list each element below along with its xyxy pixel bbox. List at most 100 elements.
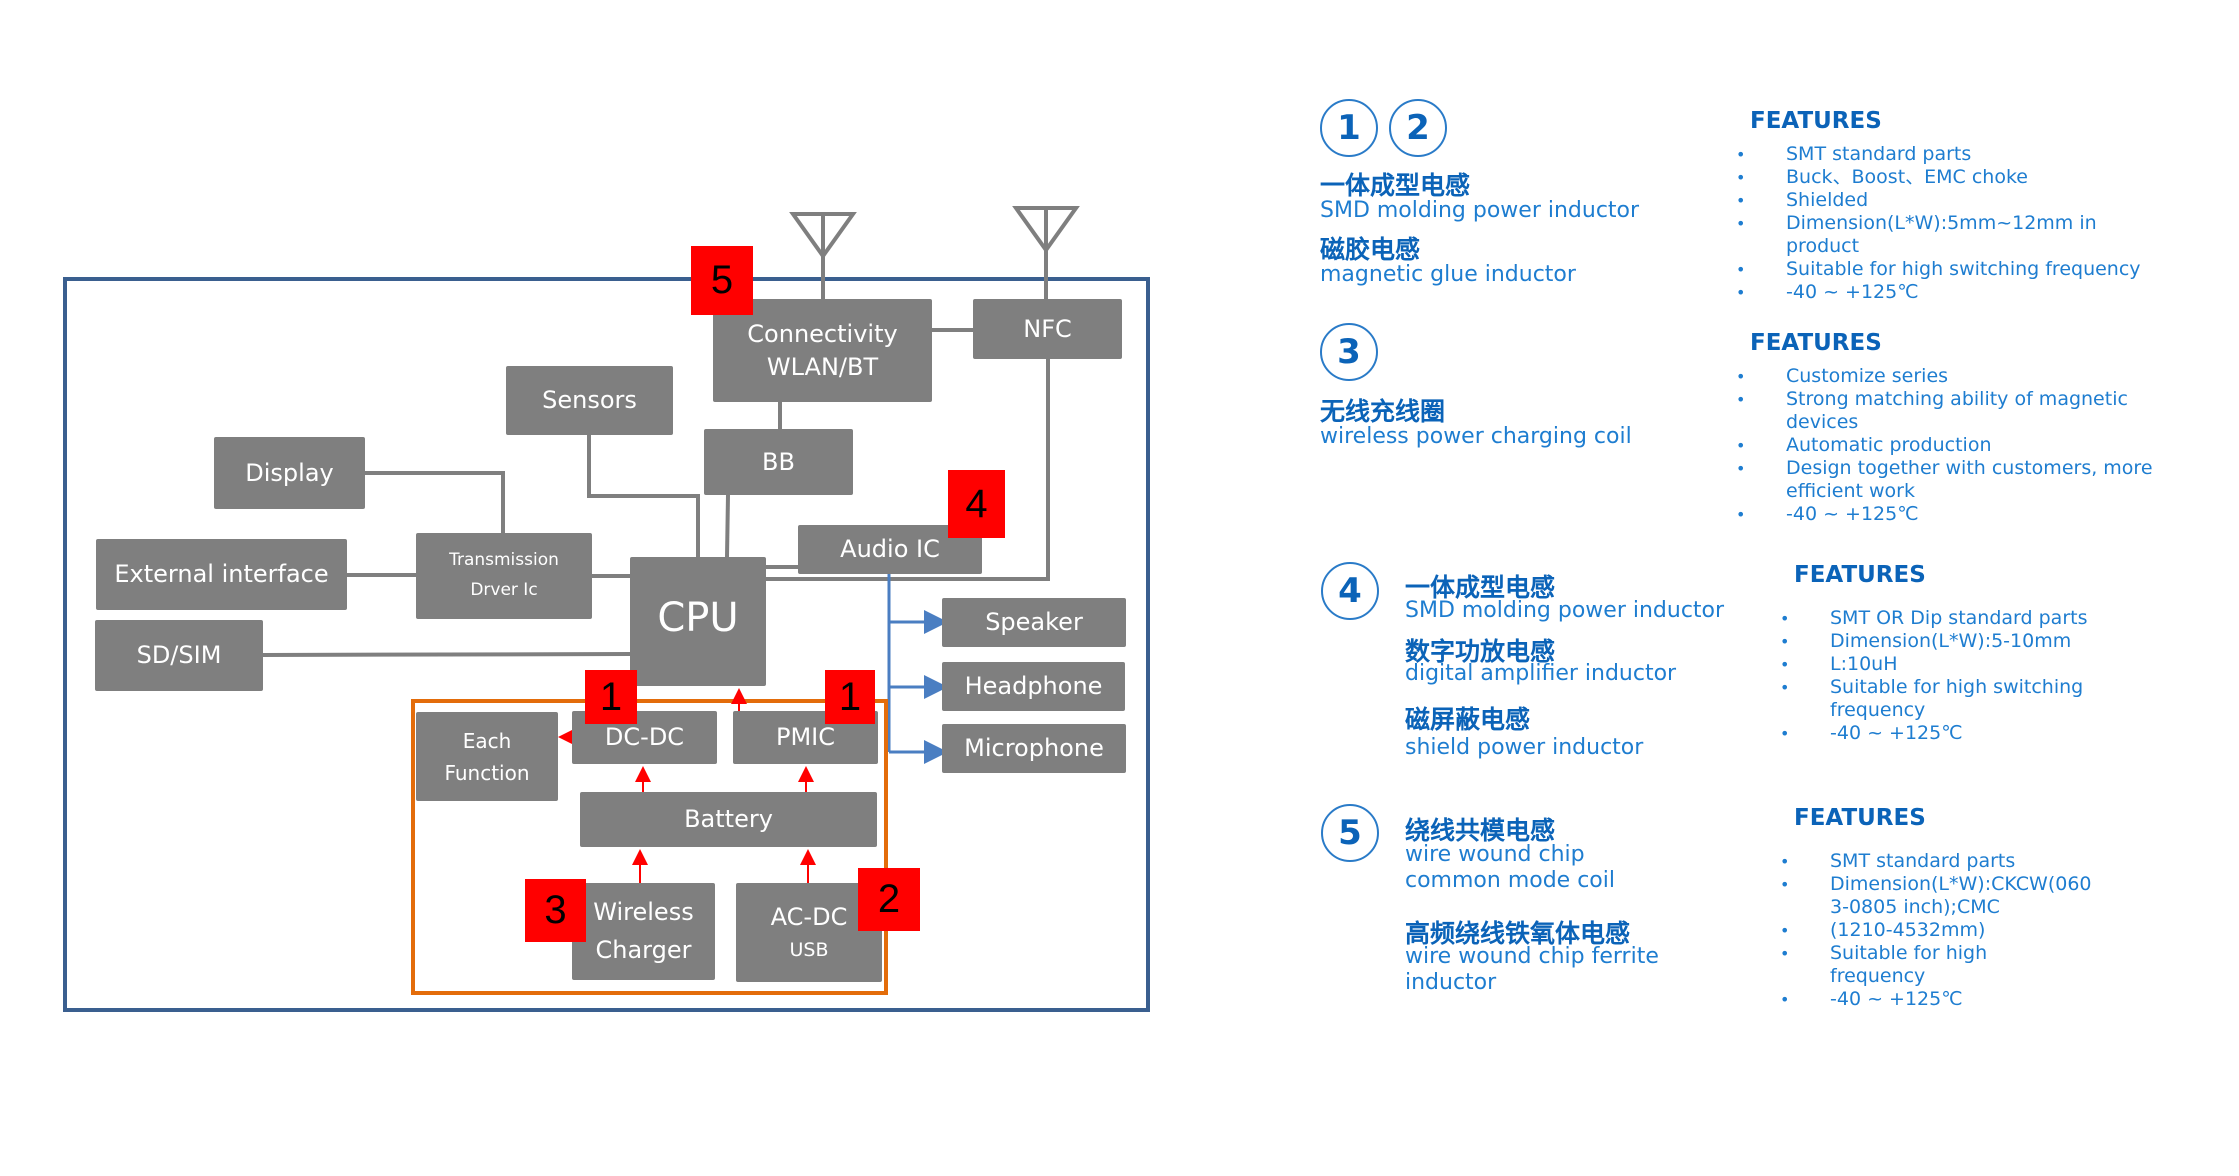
- external-interface-label: External interface: [114, 560, 329, 589]
- transmission-driver-block: Transmission Drver Ic: [416, 533, 592, 619]
- feature-item: product: [1786, 235, 1860, 257]
- line-nfc-cpu: [766, 358, 1050, 581]
- product-zh: 一体成型电感: [1320, 171, 1471, 200]
- nfc-antenna-icon: [1012, 206, 1080, 299]
- line-sensors-cpu: [587, 435, 700, 557]
- product-en: common mode coil: [1405, 868, 1615, 893]
- connectivity-block: Connectivity WLAN/BT: [713, 299, 932, 402]
- number-circle-2: 2: [1389, 99, 1447, 157]
- feature-item: 3-0805 inch);CMC: [1830, 896, 2000, 918]
- feature-item: -40 ~ +125℃: [1736, 503, 2196, 526]
- features-title: FEATURES: [1794, 805, 1926, 831]
- speaker-label: Speaker: [985, 608, 1083, 637]
- feature-item: Suitable for high switching frequency: [1736, 258, 2176, 281]
- badge-audio: 4: [948, 470, 1005, 538]
- feature-item: Suitable for high: [1780, 942, 2200, 965]
- feature-item: Suitable for high switching: [1780, 676, 2200, 699]
- connectivity-label: Connectivity: [747, 320, 898, 349]
- bb-block: BB: [704, 429, 853, 495]
- pmic-label: PMIC: [775, 723, 835, 752]
- headphone-label: Headphone: [964, 672, 1103, 701]
- feature-item: (1210-4532mm): [1780, 919, 2200, 942]
- line-display-transmission: [365, 471, 505, 533]
- feature-item: Design together with customers, more: [1736, 457, 2196, 480]
- transmission-label: Transmission: [449, 550, 559, 571]
- product-zh: 数字功放电感: [1405, 637, 1556, 666]
- badge-connectivity: 5: [691, 246, 753, 315]
- product-zh: 高频绕线铁氧体电感: [1405, 919, 1631, 948]
- product-en: wireless power charging coil: [1320, 424, 1632, 449]
- feature-item: L:10uH: [1780, 653, 2200, 676]
- power-section-frame: [411, 699, 888, 995]
- function-label: Function: [444, 760, 530, 785]
- sensors-block: Sensors: [506, 366, 673, 435]
- sd-sim-label: SD/SIM: [136, 641, 222, 670]
- nfc-block: NFC: [973, 299, 1122, 359]
- driver-ic-label: Drver Ic: [470, 580, 538, 600]
- cpu-block: CPU: [630, 557, 766, 686]
- product-en: magnetic glue inductor: [1320, 262, 1576, 287]
- number-circle-5: 5: [1321, 804, 1379, 862]
- feature-item: efficient work: [1786, 480, 1915, 502]
- product-en: inductor: [1405, 970, 1497, 995]
- feature-item: Buck、Boost、EMC choke: [1736, 166, 2176, 189]
- headphone-block: Headphone: [942, 662, 1125, 711]
- block-diagram: Display Sensors Connectivity WLAN/BT NFC…: [63, 206, 1150, 1012]
- product-zh: 一体成型电感: [1405, 573, 1556, 602]
- device-frame: [63, 277, 1150, 1012]
- product-en: shield power inductor: [1405, 735, 1644, 760]
- number-circle-4: 4: [1321, 562, 1379, 620]
- display-block: Display: [214, 437, 365, 509]
- cpu-label: CPU: [657, 595, 739, 641]
- feature-item: Automatic production: [1736, 434, 2196, 457]
- speaker-block: Speaker: [942, 598, 1126, 647]
- battery-block: Battery: [580, 792, 877, 847]
- product-en: wire wound chip ferrite: [1405, 944, 1659, 969]
- wireless-charger-block: Wireless Charger: [572, 883, 715, 980]
- wlan-antenna-icon: [789, 212, 857, 299]
- feature-item: SMT OR Dip standard parts: [1780, 607, 2200, 630]
- features-list: SMT standard parts Dimension(L*W):CKCW(0…: [1780, 850, 2200, 1011]
- line-sdsim-cpu: [262, 652, 631, 657]
- feature-item: -40 ~ +125℃: [1780, 722, 2200, 745]
- dc-dc-label: DC-DC: [604, 723, 685, 752]
- feature-item: frequency: [1830, 965, 1926, 987]
- sensors-label: Sensors: [542, 386, 637, 415]
- feature-item: Dimension(L*W):5mm~12mm in: [1736, 212, 2176, 235]
- feature-item: frequency: [1830, 699, 1926, 721]
- feature-item: Dimension(L*W):CKCW(060: [1780, 873, 2200, 896]
- nfc-label: NFC: [1023, 314, 1072, 343]
- ac-dc-label: AC-DC: [770, 903, 848, 932]
- feature-item: SMT standard parts: [1736, 143, 2176, 166]
- features-list: SMT OR Dip standard parts Dimension(L*W)…: [1780, 607, 2200, 745]
- usb-label: USB: [789, 939, 829, 962]
- features-title: FEATURES: [1750, 108, 1882, 134]
- features-title: FEATURES: [1750, 330, 1882, 356]
- product-en: wire wound chip: [1405, 842, 1585, 867]
- feature-item: Strong matching ability of magnetic: [1736, 388, 2196, 411]
- feature-item: Shielded: [1736, 189, 2176, 212]
- feature-item: devices: [1786, 411, 1859, 433]
- diagram-connections: [63, 206, 1150, 1012]
- wireless-label: Wireless: [593, 898, 694, 927]
- feature-item: Customize series: [1736, 365, 2196, 388]
- each-label: Each: [462, 728, 512, 753]
- feature-item: SMT standard parts: [1780, 850, 2200, 873]
- product-en: SMD molding power inductor: [1405, 598, 1725, 623]
- product-en: SMD molding power inductor: [1320, 198, 1640, 223]
- badge-ac-dc: 2: [858, 868, 920, 931]
- product-zh: 绕线共模电感: [1405, 816, 1556, 845]
- each-function-block: Each Function: [416, 712, 558, 801]
- display-label: Display: [245, 458, 334, 487]
- badge-dc-dc: 1: [585, 670, 637, 724]
- number-circle-3: 3: [1320, 323, 1378, 381]
- feature-item: Dimension(L*W):5-10mm: [1780, 630, 2200, 653]
- microphone-label: Microphone: [964, 734, 1104, 763]
- external-interface-block: External interface: [96, 539, 347, 610]
- badge-wireless: 3: [525, 879, 586, 942]
- dc-dc-block: DC-DC: [572, 711, 717, 764]
- badge-pmic: 1: [825, 670, 875, 724]
- wlan-bt-label: WLAN/BT: [766, 352, 879, 381]
- sd-sim-block: SD/SIM: [95, 620, 263, 691]
- features-list: SMT standard parts Buck、Boost、EMC choke …: [1736, 143, 2176, 304]
